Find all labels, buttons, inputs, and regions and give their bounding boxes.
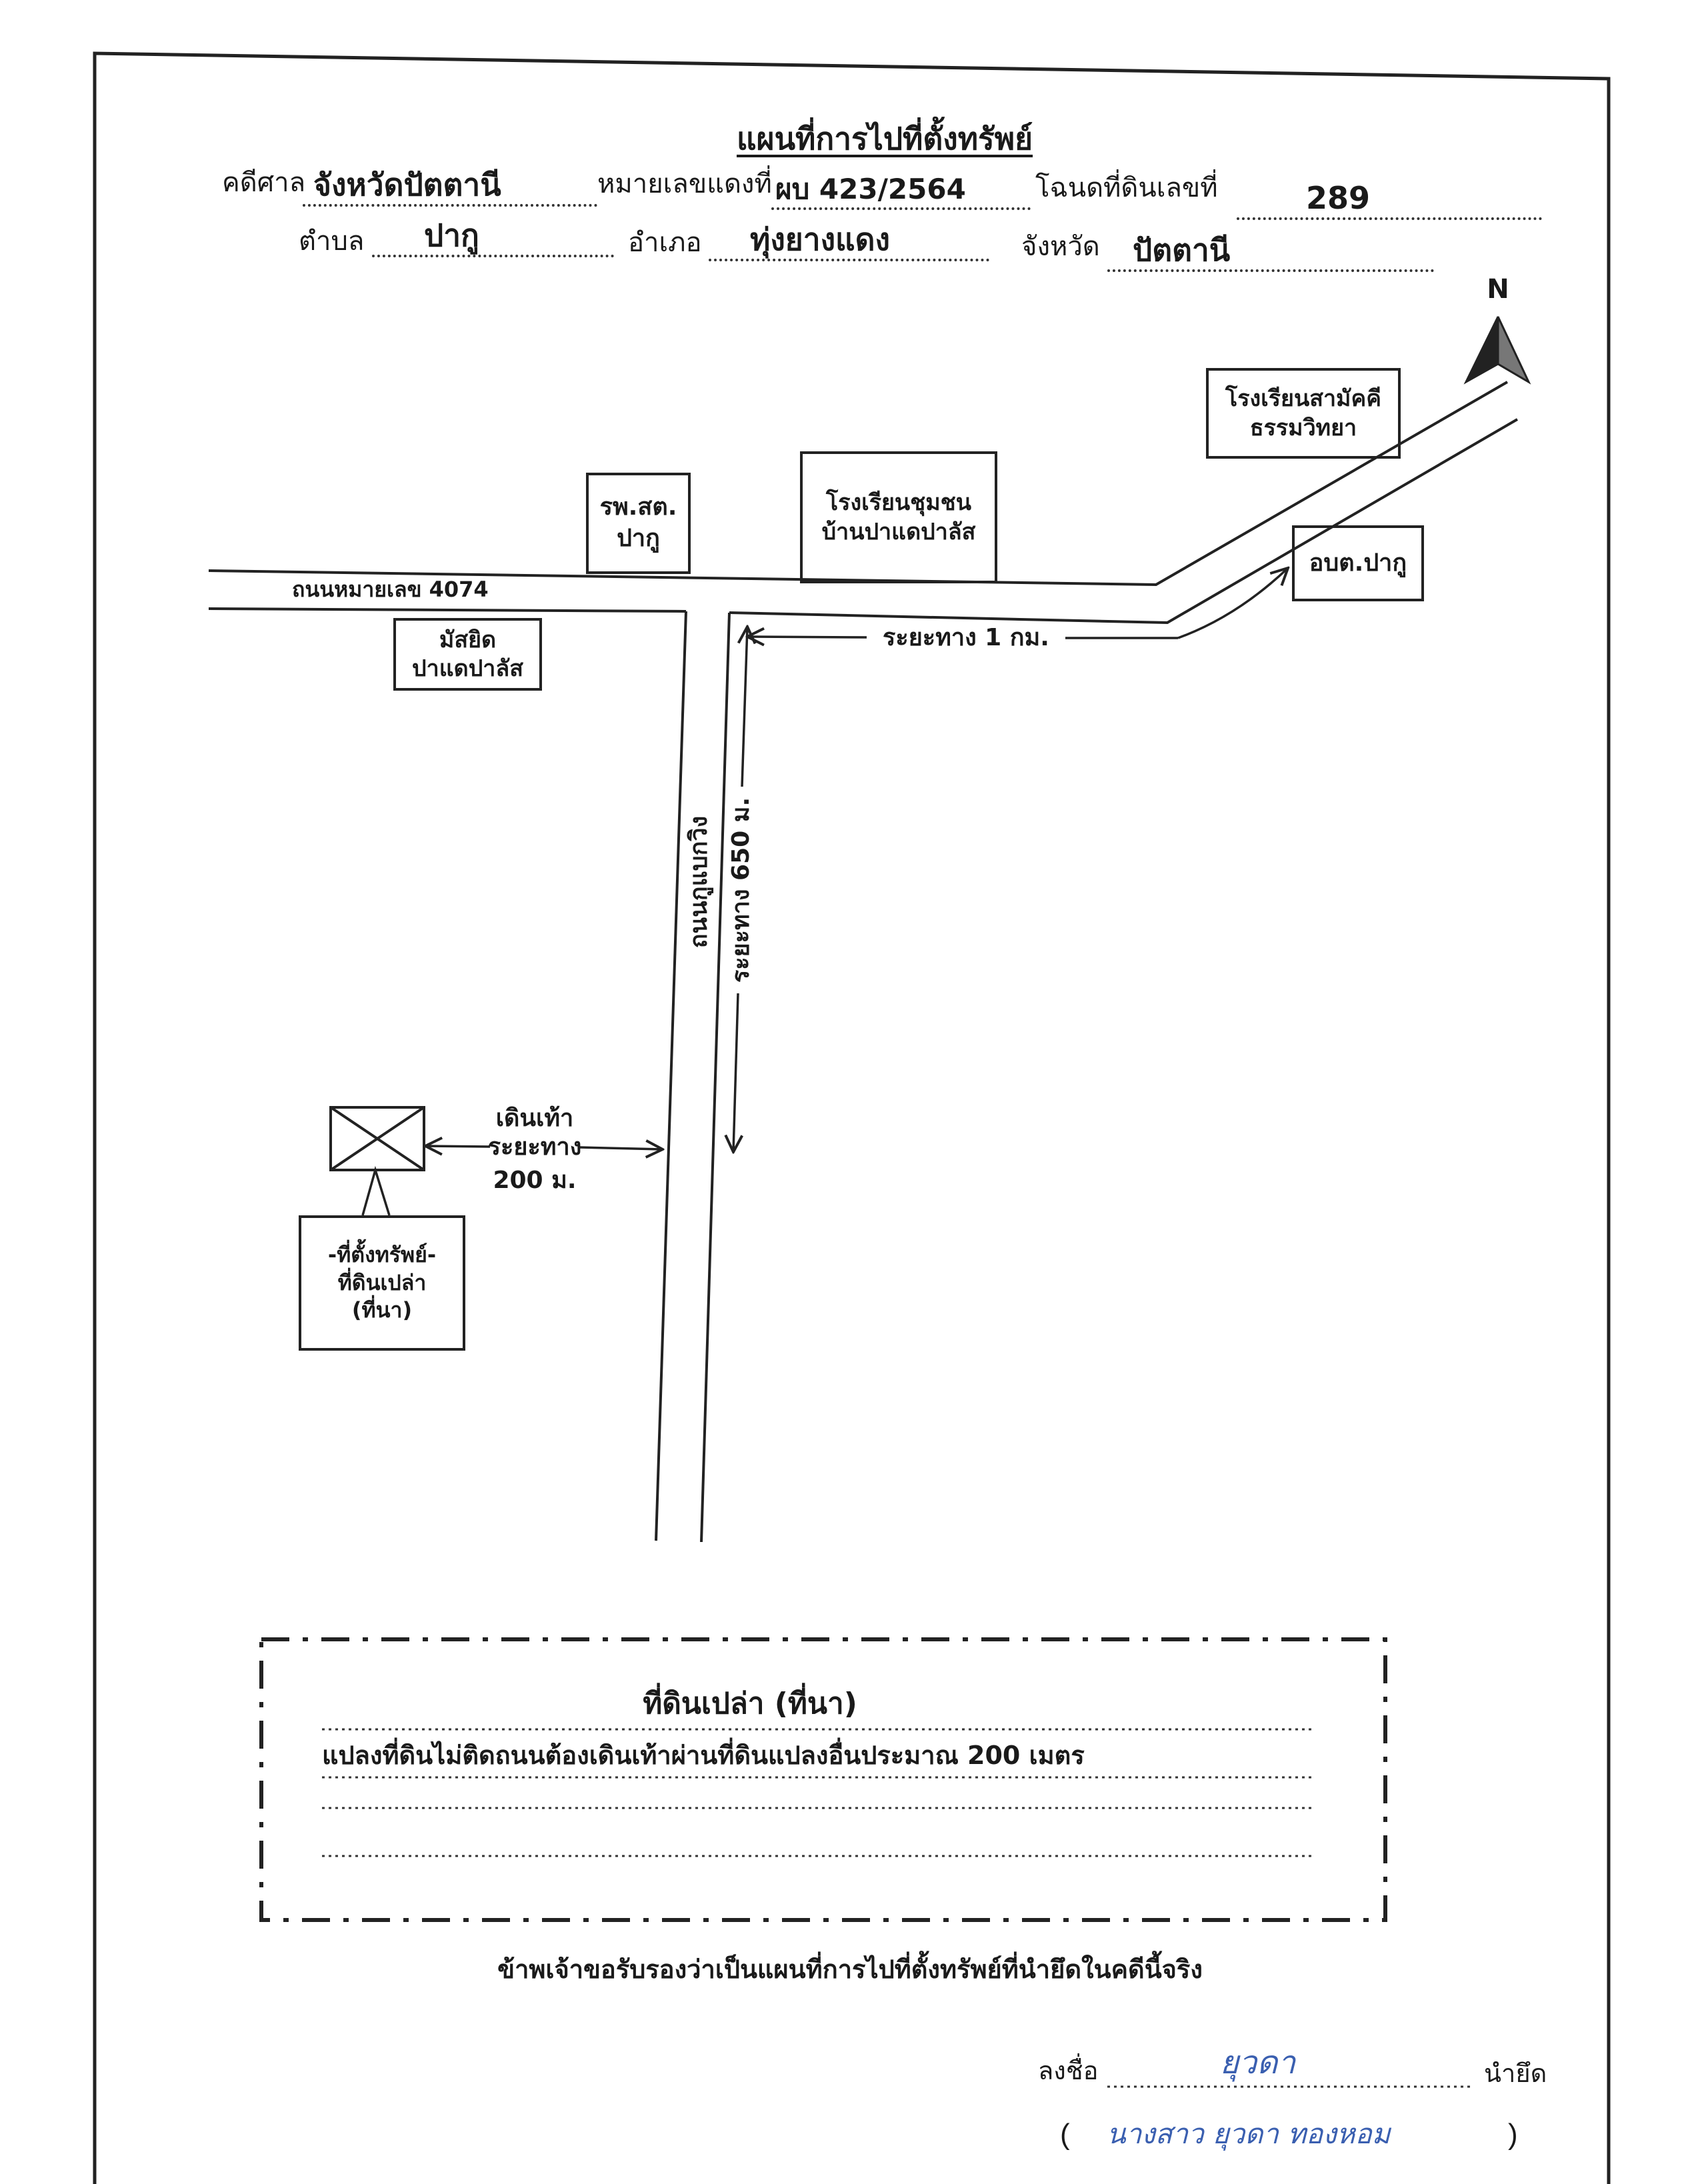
north-arrow-left-half <box>1463 316 1499 385</box>
walk-arrow-left <box>425 1146 491 1147</box>
court-value: จังหวัดปัตตานี <box>313 167 501 203</box>
health-center-line-2: ปากู <box>617 525 660 552</box>
page-title: แผนที่การไปที่ตั้งทรัพย์ <box>736 121 1033 156</box>
deed-number-value: 289 <box>1306 180 1371 216</box>
notes-line-1: แปลงที่ดินไม่ติดถนนต้องเดินเท้าผ่านที่ดิ… <box>322 1741 1085 1770</box>
certification-text: ข้าพเจ้าขอรับรองว่าเป็นแผนที่การไปที่ตั้… <box>497 1956 1203 1984</box>
samakkhi-school-line-1: โรงเรียนสามัคคี <box>1225 385 1381 412</box>
district-value: ทุ่งยางแดง <box>750 221 891 257</box>
community-school-line-2: บ้านปาแดปาลัส <box>821 519 976 545</box>
sao-office-box: อบต.ปากู <box>1292 525 1424 601</box>
court-field: จังหวัดปัตตานี <box>303 160 597 207</box>
mosque-box: มัสยิด ปาแดปาลัส <box>393 618 542 691</box>
property-marker-diagonal-b <box>329 1106 425 1171</box>
property-label-line-1: -ที่ตั้งทรัพย์- <box>327 1242 437 1268</box>
north-arrow-right-half <box>1497 316 1531 385</box>
mosque-line-1: มัสยิด <box>439 627 497 653</box>
side-road-left-edge <box>655 611 687 1541</box>
district-field: ทุ่งยางแดง <box>709 219 989 261</box>
case-number-label: หมายเลขแดงที่ <box>597 169 772 199</box>
main-road-bottom-edge-left <box>208 607 687 613</box>
samakkhi-school-line-2: ธรรมวิทยา <box>1249 415 1357 441</box>
case-number-value: ผบ 423/2564 <box>775 173 966 205</box>
role-label: นำยึด <box>1484 2060 1547 2088</box>
property-label-line-2: ที่ดินเปล่า <box>337 1269 427 1295</box>
notes-box-frame <box>259 1637 1387 1922</box>
case-number-field: ผบ 423/2564 <box>771 163 1031 210</box>
notes-heading: ที่ดินเปล่า (ที่นา) <box>643 1687 857 1721</box>
district-label: อำเภอ <box>628 228 702 257</box>
deed-number-label: โฉนดที่ดินเลขที่ <box>1035 173 1218 203</box>
main-road-label: ถนนหมายเลข 4074 <box>292 577 489 602</box>
province-value: ปัตตานี <box>1133 232 1231 268</box>
province-field: ปัตตานี <box>1107 227 1434 272</box>
property-label-box: -ที่ตั้งทรัพย์- ที่ดินเปล่า (ที่นา) <box>299 1215 465 1351</box>
distance-650m-label: ระยะทาง 650 ม. <box>727 797 755 983</box>
subdistrict-label: ตำบล <box>299 227 365 256</box>
distance-1km-label: ระยะทาง 1 กม. <box>883 624 1049 651</box>
court-label: คดีศาล <box>222 168 306 197</box>
name-open-paren: ( <box>1060 2118 1070 2151</box>
north-arrow-icon <box>1463 316 1531 385</box>
province-label: จังหวัด <box>1021 232 1100 261</box>
community-school-line-1: โรงเรียนชุมชน <box>826 489 971 516</box>
walk-arrow-right <box>579 1147 663 1149</box>
side-road-label: ถนนกูแบกวิง <box>685 815 713 949</box>
sign-label: ลงชื่อ <box>1038 2057 1099 2085</box>
health-center-box: รพ.สต. ปากู <box>586 473 691 574</box>
side-road-right-edge <box>700 612 731 1543</box>
samakkhi-school-box: โรงเรียนสามัคคี ธรรมวิทยา <box>1206 368 1401 459</box>
signer-name: นางสาว ยุวดา ทองหอม <box>1107 2117 1391 2150</box>
distance-650m-arrow-top <box>742 627 747 787</box>
community-school-box: โรงเรียนชุมชน บ้านปาแดปาลัส <box>800 451 997 583</box>
property-marker-box <box>329 1106 425 1171</box>
sao-office-label: อบต.ปากู <box>1309 549 1407 577</box>
main-road-bottom-edge-right <box>729 418 1519 625</box>
main-road-top-edge <box>208 381 1508 587</box>
subdistrict-value: ปากู <box>424 217 479 253</box>
property-pointer <box>361 1165 391 1216</box>
walk-label-line-1: เดินเท้า <box>495 1105 574 1132</box>
walk-label-line-3: 200 ม. <box>493 1167 577 1194</box>
north-label: N <box>1487 274 1509 305</box>
signature-handwritten: ยุวดา <box>1220 2044 1296 2081</box>
name-close-paren: ) <box>1508 2118 1518 2151</box>
walk-label-line-2: ระยะทาง <box>487 1133 582 1161</box>
property-label-line-3: (ที่นา) <box>351 1297 413 1323</box>
arrow-to-sao-office <box>1177 568 1288 639</box>
subdistrict-field: ปากู <box>372 215 614 257</box>
mosque-line-2: ปาแดปาลัส <box>412 655 523 682</box>
deed-number-field: 289 <box>1237 172 1542 220</box>
x-box-icon <box>329 1106 425 1171</box>
page-border <box>93 51 1611 2184</box>
distance-650m-arrow-bottom <box>733 993 738 1152</box>
health-center-line-1: รพ.สต. <box>599 493 677 521</box>
